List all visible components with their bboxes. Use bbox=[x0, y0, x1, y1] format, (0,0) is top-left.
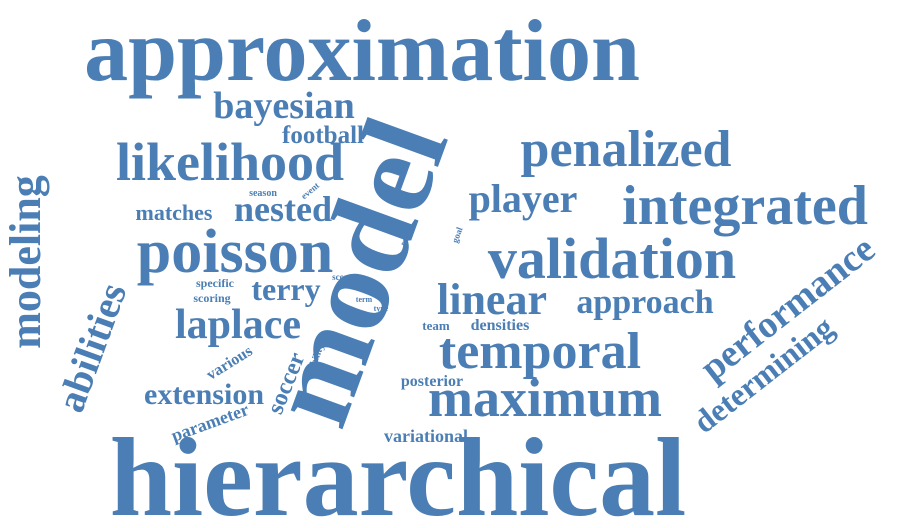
word-team: team bbox=[422, 318, 450, 333]
word-score: score bbox=[332, 272, 352, 282]
word-validation: validation bbox=[488, 226, 736, 291]
word-modeling: modeling bbox=[1, 175, 50, 349]
word-extension: extension bbox=[144, 378, 264, 411]
word-nested: nested bbox=[234, 189, 332, 229]
word-densities: densities bbox=[471, 317, 530, 334]
word-approach: approach bbox=[576, 284, 713, 321]
word-integrated: integrated bbox=[622, 175, 868, 237]
word-type: type bbox=[374, 304, 389, 313]
word-laplace: laplace bbox=[175, 302, 301, 348]
word-approximation: approximation bbox=[84, 3, 640, 100]
word-matches: matches bbox=[136, 200, 213, 225]
word-term: term bbox=[356, 295, 373, 304]
word-temporal: temporal bbox=[439, 323, 641, 380]
word-variational: variational bbox=[384, 426, 468, 446]
word-maximum: maximum bbox=[428, 368, 662, 428]
word-terry: terry bbox=[251, 271, 320, 307]
word-specific: specific bbox=[196, 276, 235, 290]
word-penalized: penalized bbox=[521, 121, 732, 178]
word-linear: linear bbox=[437, 275, 547, 324]
word-bayesian: bayesian bbox=[213, 85, 354, 127]
word-likelihood: likelihood bbox=[116, 132, 344, 192]
word-posterior: posterior bbox=[401, 373, 463, 390]
word-poisson: poisson bbox=[137, 218, 333, 286]
word-goal: goal bbox=[450, 225, 465, 244]
word-hierarchical: hierarchical bbox=[110, 416, 686, 528]
word-player: player bbox=[469, 176, 578, 221]
word-season: season bbox=[249, 188, 277, 199]
word-scoring: scoring bbox=[193, 291, 230, 305]
word-football: football bbox=[282, 122, 364, 149]
word-abilities: abilities bbox=[47, 277, 135, 418]
